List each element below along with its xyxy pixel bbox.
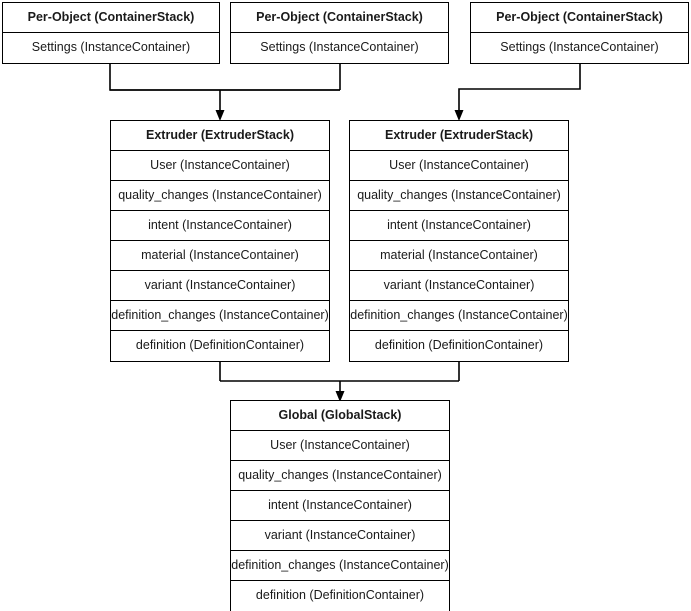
extruder-stack-1[interactable]: Extruder (ExtruderStack) User (InstanceC… (110, 120, 330, 362)
per-object-stack-2-row-settings[interactable]: Settings (InstanceContainer) (231, 33, 448, 63)
per-object-stack-2[interactable]: Per-Object (ContainerStack) Settings (In… (230, 2, 449, 64)
extruder-stack-2-row-definition[interactable]: definition (DefinitionContainer) (350, 331, 568, 361)
global-stack-row-quality-changes[interactable]: quality_changes (InstanceContainer) (231, 461, 449, 491)
extruder-stack-1-row-material[interactable]: material (InstanceContainer) (111, 241, 329, 271)
extruder-stack-1-row-user[interactable]: User (InstanceContainer) (111, 151, 329, 181)
extruder-stack-2-header: Extruder (ExtruderStack) (350, 121, 568, 151)
extruder-stack-1-row-variant[interactable]: variant (InstanceContainer) (111, 271, 329, 301)
extruder-stack-2-row-definition-changes[interactable]: definition_changes (InstanceContainer) (350, 301, 568, 331)
global-stack-row-definition-changes[interactable]: definition_changes (InstanceContainer) (231, 551, 449, 581)
extruder-stack-2-row-user[interactable]: User (InstanceContainer) (350, 151, 568, 181)
per-object-stack-1-row-settings[interactable]: Settings (InstanceContainer) (3, 33, 219, 63)
extruder-stack-1-row-quality-changes[interactable]: quality_changes (InstanceContainer) (111, 181, 329, 211)
global-stack-row-definition[interactable]: definition (DefinitionContainer) (231, 581, 449, 611)
extruder-stack-1-header: Extruder (ExtruderStack) (111, 121, 329, 151)
per-object-stack-2-header: Per-Object (ContainerStack) (231, 3, 448, 33)
global-stack-row-intent[interactable]: intent (InstanceContainer) (231, 491, 449, 521)
per-object-stack-3[interactable]: Per-Object (ContainerStack) Settings (In… (470, 2, 689, 64)
extruder-stack-2[interactable]: Extruder (ExtruderStack) User (InstanceC… (349, 120, 569, 362)
connector-per-object-3-to-extruder-2 (458, 60, 581, 113)
global-stack-header: Global (GlobalStack) (231, 401, 449, 431)
global-stack-row-user[interactable]: User (InstanceContainer) (231, 431, 449, 461)
extruder-stack-2-row-variant[interactable]: variant (InstanceContainer) (350, 271, 568, 301)
per-object-stack-3-row-settings[interactable]: Settings (InstanceContainer) (471, 33, 688, 63)
global-stack-row-variant[interactable]: variant (InstanceContainer) (231, 521, 449, 551)
extruder-stack-1-row-intent[interactable]: intent (InstanceContainer) (111, 211, 329, 241)
extruder-stack-2-row-material[interactable]: material (InstanceContainer) (350, 241, 568, 271)
global-stack[interactable]: Global (GlobalStack) User (InstanceConta… (230, 400, 450, 611)
extruder-stack-2-row-intent[interactable]: intent (InstanceContainer) (350, 211, 568, 241)
per-object-stack-3-header: Per-Object (ContainerStack) (471, 3, 688, 33)
per-object-stack-1-header: Per-Object (ContainerStack) (3, 3, 219, 33)
per-object-stack-1[interactable]: Per-Object (ContainerStack) Settings (In… (2, 2, 220, 64)
connector-per-object-1-to-extruder-1 (109, 60, 340, 91)
extruder-stack-1-row-definition[interactable]: definition (DefinitionContainer) (111, 331, 329, 361)
extruder-stack-1-row-definition-changes[interactable]: definition_changes (InstanceContainer) (111, 301, 329, 331)
extruder-stack-2-row-quality-changes[interactable]: quality_changes (InstanceContainer) (350, 181, 568, 211)
